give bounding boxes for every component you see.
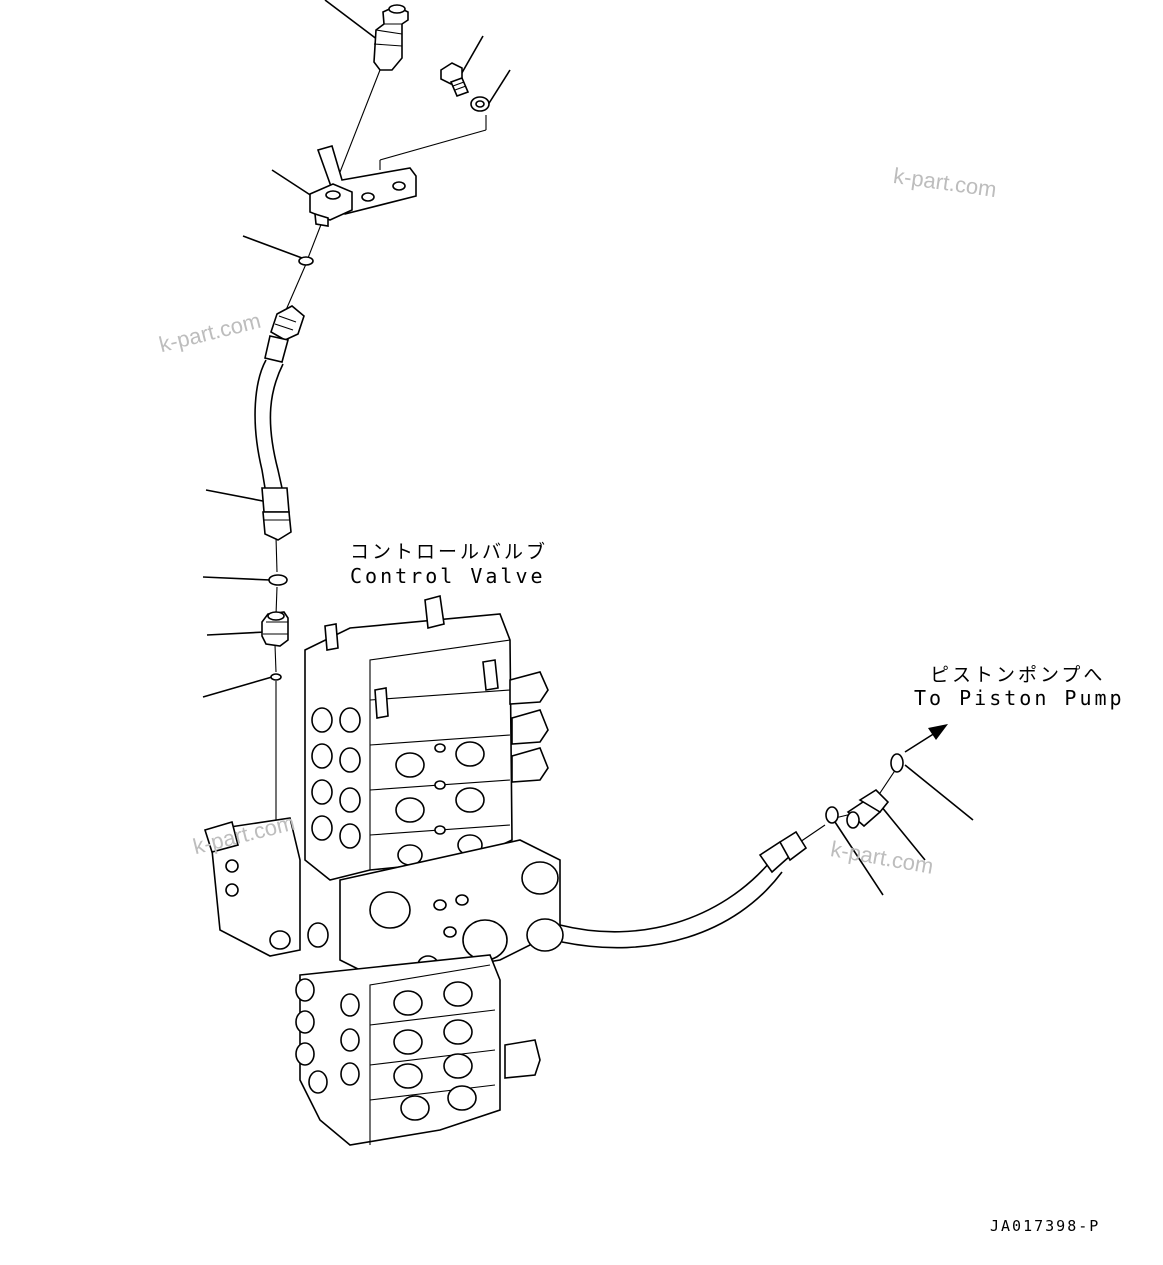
bracket-icon	[309, 145, 417, 227]
hose-assembly-icon	[254, 305, 305, 541]
connector-icon	[261, 611, 289, 647]
control-valve-label-jp: コントロールバルブ	[350, 541, 549, 563]
washer-icon	[470, 96, 490, 112]
o-ring-icon	[270, 673, 282, 681]
control-valve-icon	[203, 594, 564, 1146]
pump-hose-icon	[559, 830, 808, 949]
piston-pump-label-en: To Piston Pump	[914, 686, 1125, 710]
o-ring-icon	[890, 753, 904, 773]
elbow-fitting-icon	[373, 4, 409, 71]
leader-lines	[202, 0, 974, 896]
piston-pump-label-jp: ピストンポンプへ	[930, 664, 1106, 686]
bolt-icon	[440, 62, 470, 98]
o-ring-icon	[298, 256, 314, 266]
control-valve-label-en: Control Valve	[350, 564, 546, 588]
o-ring-icon	[825, 806, 839, 824]
o-ring-icon	[268, 574, 288, 586]
figure-code: JA017398-P	[990, 1217, 1101, 1235]
direction-arrow-icon	[904, 724, 948, 753]
pump-adapter-icon	[846, 788, 890, 829]
